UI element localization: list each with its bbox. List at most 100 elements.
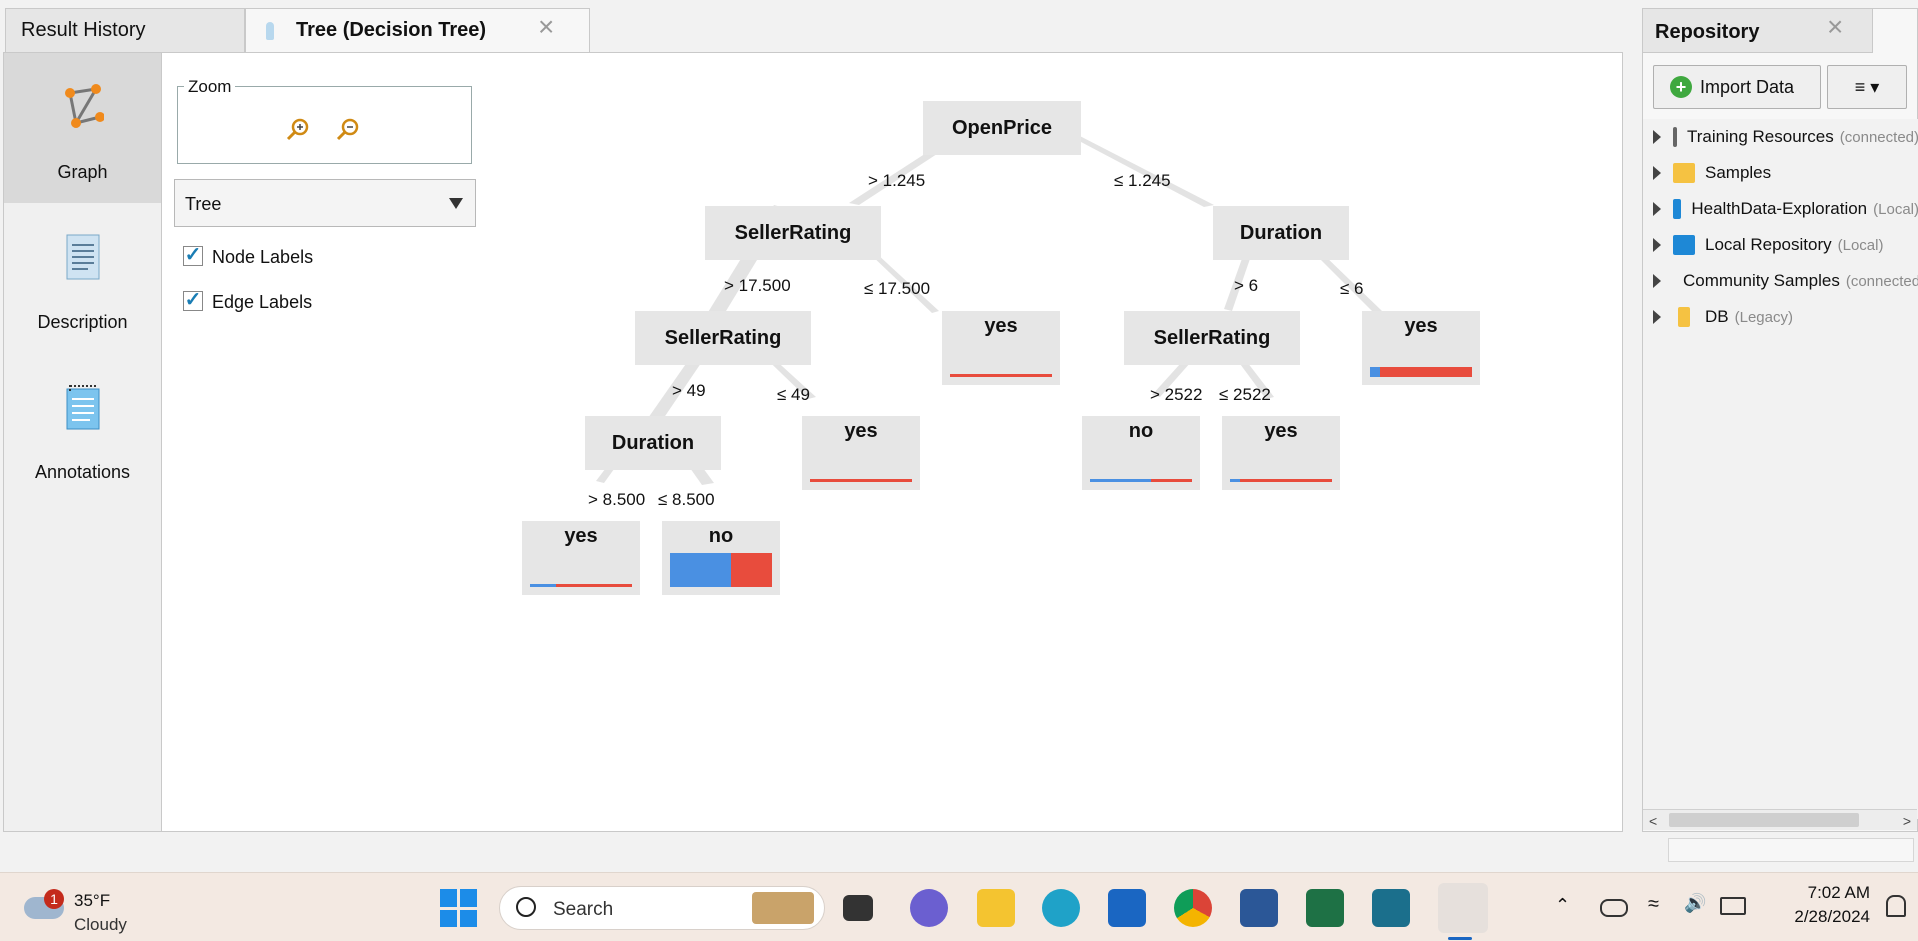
repo-item-community-samples[interactable]: Community Samples (connected): [1643, 263, 1918, 299]
weather-widget[interactable]: 1 35°F Cloudy: [24, 883, 164, 934]
tree-node-duration[interactable]: Duration: [585, 416, 721, 470]
menu-icon: ≡ ▾: [1854, 76, 1880, 97]
edge-label: ≤ 1.245: [1114, 171, 1171, 190]
weather-temp: 35°F: [74, 891, 111, 910]
no-share: [530, 584, 556, 587]
repository-tab[interactable]: Repository ×: [1643, 9, 1873, 53]
class-distribution-bar: [1370, 367, 1472, 377]
tree-node-openprice[interactable]: OpenPrice: [923, 101, 1081, 155]
class-distribution-bar: [530, 584, 632, 587]
taskbar-search[interactable]: Search: [499, 886, 825, 930]
close-icon[interactable]: ×: [1827, 11, 1844, 42]
zoom-in-icon[interactable]: [286, 117, 310, 141]
tree-leaf-yes[interactable]: yes: [942, 311, 1060, 385]
meet-icon[interactable]: [910, 889, 948, 927]
battery-icon[interactable]: [1720, 897, 1746, 915]
tab-description[interactable]: Description: [4, 203, 161, 353]
repository-menu-button[interactable]: ≡ ▾: [1827, 65, 1907, 109]
wifi-icon[interactable]: ≈: [1648, 893, 1659, 915]
onedrive-icon[interactable]: [1600, 899, 1628, 917]
task-view-icon[interactable]: [843, 895, 873, 921]
chrome-icon[interactable]: [1174, 889, 1212, 927]
tree-view-panel: Graph Description Annot: [3, 52, 1623, 832]
zoom-label: Zoom: [184, 77, 236, 97]
graph-icon: [65, 84, 104, 128]
tree-leaf-yes[interactable]: yes: [522, 521, 640, 595]
view-type-value: Tree: [185, 194, 222, 214]
repo-item-samples[interactable]: Samples: [1643, 155, 1918, 191]
repo-item-label: HealthData-Exploration: [1691, 199, 1868, 218]
description-icon: [66, 234, 100, 280]
word-icon[interactable]: [1240, 889, 1278, 927]
scroll-right-icon[interactable]: >: [1902, 813, 1911, 829]
database-icon: [1678, 307, 1690, 327]
expand-icon: [1653, 202, 1661, 216]
tab-result-history[interactable]: Result History: [5, 8, 245, 52]
edge-label: ≤ 49: [777, 385, 810, 404]
expand-icon: [1653, 274, 1661, 288]
weather-desc: Cloudy: [74, 915, 127, 934]
active-indicator: [1448, 937, 1472, 940]
node-labels-checkbox[interactable]: ✓: [183, 244, 203, 266]
repo-item-db[interactable]: DB (Legacy): [1643, 299, 1918, 335]
store-icon[interactable]: [1108, 889, 1146, 927]
class-distribution-bar: [810, 479, 912, 482]
folder-icon: [1673, 163, 1695, 183]
clock[interactable]: 7:02 AM 2/28/2024: [1770, 883, 1870, 927]
chevron-up-icon[interactable]: ⌃: [1555, 895, 1571, 915]
leaf-label: yes: [984, 315, 1018, 337]
file-explorer-icon[interactable]: [977, 889, 1015, 927]
no-share: [1090, 479, 1152, 482]
status-field: [1668, 838, 1914, 862]
tree-leaf-yes[interactable]: yes: [802, 416, 920, 490]
notification-badge: 1: [44, 889, 64, 909]
tree-node-sellerrating[interactable]: SellerRating: [635, 311, 811, 365]
tree-node-sellerrating[interactable]: SellerRating: [705, 206, 881, 260]
tree-leaf-yes[interactable]: yes: [1222, 416, 1340, 490]
chevron-down-icon: [449, 198, 463, 209]
search-placeholder: Search: [553, 899, 614, 920]
class-distribution-bar: [950, 374, 1052, 377]
monitor-icon: [1673, 235, 1695, 255]
edge-label: > 2522: [1150, 385, 1203, 404]
notification-bell-icon[interactable]: [1886, 895, 1906, 917]
edge-labels-checkbox[interactable]: ✓: [183, 289, 203, 311]
zoom-out-icon[interactable]: [336, 117, 360, 141]
tree-node-duration[interactable]: Duration: [1213, 206, 1349, 260]
edge-browser-icon[interactable]: [1042, 889, 1080, 927]
repository-panel: Repository × + Import Data ≡ ▾ Training …: [1642, 8, 1918, 832]
view-mode-tabs: Graph Description Annot: [4, 53, 162, 831]
close-icon[interactable]: ×: [538, 11, 555, 42]
tab-graph[interactable]: Graph: [4, 53, 161, 203]
edge-label: > 49: [672, 381, 706, 400]
clock-time: 7:02 AM: [1807, 883, 1870, 902]
tree-node-sellerrating[interactable]: SellerRating: [1124, 311, 1300, 365]
scroll-left-icon[interactable]: <: [1649, 813, 1658, 829]
expand-icon: [1653, 238, 1661, 252]
class-distribution-bar: [1230, 479, 1332, 482]
snipping-tool-icon[interactable]: [1438, 883, 1488, 933]
repo-item-note: (Legacy): [1734, 308, 1793, 326]
volume-icon[interactable]: 🔊: [1684, 893, 1707, 913]
tree-leaf-no[interactable]: no: [662, 521, 780, 595]
windows-start-icon[interactable]: [440, 889, 478, 927]
repo-item-healthdata-exploration[interactable]: HealthData-Exploration (Local): [1643, 191, 1918, 227]
class-distribution-bar: [670, 553, 772, 587]
scrollbar-thumb[interactable]: [1669, 813, 1859, 827]
tab-annotations[interactable]: Annotations: [4, 353, 161, 503]
tab-tree-decision-tree[interactable]: Tree (Decision Tree) ×: [245, 8, 590, 52]
repo-item-training-resources[interactable]: Training Resources (connected): [1643, 119, 1918, 155]
horizontal-scrollbar[interactable]: < >: [1643, 809, 1917, 830]
tree-leaf-yes[interactable]: yes: [1362, 311, 1480, 385]
leaf-label: yes: [844, 420, 878, 442]
monitor-icon: [1673, 199, 1682, 219]
repo-item-local-repository[interactable]: Local Repository (Local): [1643, 227, 1918, 263]
import-data-button[interactable]: + Import Data: [1653, 65, 1821, 109]
edge-label: > 17.500: [724, 276, 791, 295]
app-icon[interactable]: [1372, 889, 1410, 927]
view-type-select[interactable]: Tree: [174, 179, 476, 227]
no-share: [670, 553, 732, 587]
excel-icon[interactable]: [1306, 889, 1344, 927]
tree-leaf-no[interactable]: no: [1082, 416, 1200, 490]
edge-label: ≤ 17.500: [864, 279, 931, 298]
